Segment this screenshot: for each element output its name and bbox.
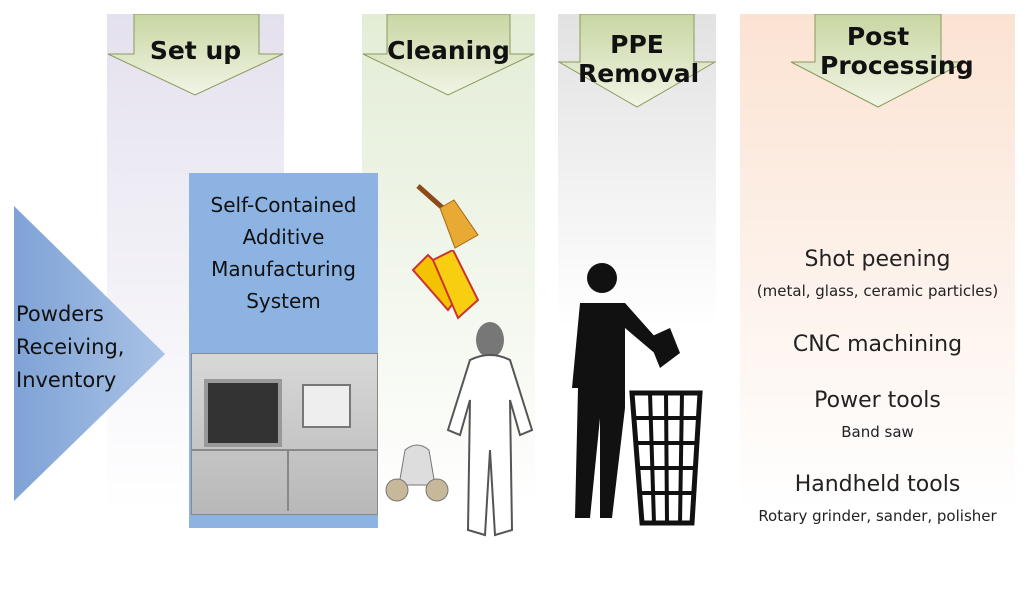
broom-icon	[416, 184, 479, 249]
post-processing-header-arrow: Post Processing	[790, 14, 974, 108]
post-item-name: Shot peening	[804, 247, 951, 272]
post-item-detail: Rotary grinder, sander, polisher	[758, 507, 997, 525]
am-machine-image	[191, 353, 378, 515]
stage-title: Cleaning	[387, 36, 510, 65]
gloves-icon	[411, 250, 480, 320]
ppe-header-arrow: PPE Removal	[558, 14, 716, 108]
stage-title: PPE Removal	[578, 30, 700, 88]
trash-disposal-icon	[572, 263, 703, 526]
stage-title: Set up	[149, 36, 242, 65]
input-label: Powders Receiving, Inventory	[16, 302, 125, 392]
post-item-detail: Band saw	[841, 423, 914, 441]
respirator-icon	[385, 444, 449, 502]
post-item-name: CNC machining	[792, 332, 963, 357]
post-item-name: Handheld tools	[794, 472, 961, 497]
protective-suit-icon	[446, 322, 534, 537]
cleaning-header-arrow: Cleaning	[362, 14, 535, 96]
input-arrow	[14, 206, 165, 501]
setup-header-arrow: Set up	[107, 14, 284, 96]
stage-title: Post Processing	[820, 22, 974, 80]
system-box: Self-Contained Additive Manufacturing Sy…	[189, 173, 378, 528]
system-label: Self-Contained Additive Manufacturing Sy…	[210, 193, 357, 313]
post-item-detail: (metal, glass, ceramic particles)	[756, 282, 999, 300]
post-item-name: Power tools	[814, 388, 941, 413]
